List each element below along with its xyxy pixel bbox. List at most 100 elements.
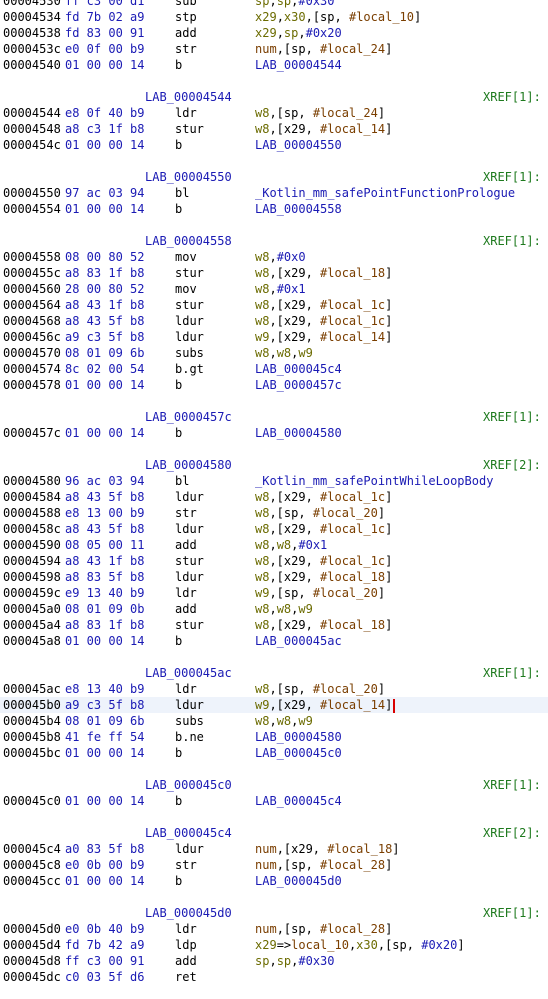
address[interactable]: 0000456c bbox=[3, 330, 61, 344]
mnemonic[interactable]: mov bbox=[175, 282, 197, 296]
address[interactable]: 00004588 bbox=[3, 506, 61, 520]
variable-operand[interactable]: #local_18 bbox=[320, 570, 386, 584]
register-operand[interactable]: w8 bbox=[255, 314, 270, 328]
mnemonic[interactable]: b bbox=[175, 202, 183, 216]
address[interactable]: 000045dc bbox=[3, 970, 61, 984]
address[interactable]: 00004590 bbox=[3, 538, 61, 552]
mnemonic[interactable]: str bbox=[175, 42, 197, 56]
variable-operand[interactable]: #local_1c bbox=[320, 522, 386, 536]
address[interactable]: 00004534 bbox=[3, 10, 61, 24]
variable-operand[interactable]: #local_10 bbox=[348, 10, 414, 24]
address[interactable]: 0000453c bbox=[3, 42, 61, 56]
address[interactable]: 0000455c bbox=[3, 266, 61, 280]
address[interactable]: 000045bc bbox=[3, 746, 61, 760]
operands[interactable]: sp,sp,#0x30 bbox=[255, 953, 335, 969]
operands[interactable]: num,[sp, #local_24] bbox=[255, 41, 392, 57]
register-operand[interactable]: w8 bbox=[255, 122, 270, 136]
operands[interactable]: LAB_00004544 bbox=[255, 57, 342, 73]
operands[interactable]: w8,[x29, #local_1c] bbox=[255, 489, 392, 505]
mnemonic[interactable]: b bbox=[175, 794, 183, 808]
address[interactable]: 000045a8 bbox=[3, 634, 61, 648]
mnemonic[interactable]: stur bbox=[175, 122, 204, 136]
address[interactable]: 000045c0 bbox=[3, 794, 61, 808]
operands[interactable]: LAB_000045d0 bbox=[255, 873, 342, 889]
operands[interactable]: w8,[x29, #local_1c] bbox=[255, 313, 392, 329]
label-reference[interactable]: LAB_000045d0 bbox=[255, 874, 342, 888]
address[interactable]: 000045ac bbox=[3, 682, 61, 696]
xref-link[interactable]: XREF[2]: bbox=[483, 458, 541, 472]
code-label[interactable]: LAB_000045ac bbox=[145, 666, 232, 680]
operands[interactable]: w8,[x29, #local_18] bbox=[255, 569, 392, 585]
label-reference[interactable]: LAB_000045c4 bbox=[255, 794, 342, 808]
operands[interactable]: num,[x29, #local_18] bbox=[255, 841, 400, 857]
address[interactable]: 00004574 bbox=[3, 362, 61, 376]
operands[interactable]: x29,sp,#0x20 bbox=[255, 25, 342, 41]
mnemonic[interactable]: ldur bbox=[175, 490, 204, 504]
mnemonic[interactable]: ldur bbox=[175, 522, 204, 536]
operands[interactable]: LAB_00004558 bbox=[255, 201, 342, 217]
mnemonic[interactable]: stur bbox=[175, 298, 204, 312]
variable-operand[interactable]: #local_20 bbox=[312, 506, 378, 520]
register-operand[interactable]: w8 bbox=[276, 714, 292, 728]
operands[interactable]: w8,w8,w9 bbox=[255, 601, 313, 617]
operands[interactable]: LAB_000045c4 bbox=[255, 793, 342, 809]
mnemonic[interactable]: add bbox=[175, 26, 197, 40]
mnemonic[interactable]: add bbox=[175, 538, 197, 552]
register-operand[interactable]: w8 bbox=[255, 250, 270, 264]
mnemonic[interactable]: ldr bbox=[175, 586, 197, 600]
label-reference[interactable]: LAB_00004558 bbox=[255, 202, 342, 216]
address[interactable]: 00004554 bbox=[3, 202, 61, 216]
xref-link[interactable]: XREF[1]: bbox=[483, 778, 541, 792]
address[interactable]: 0000459c bbox=[3, 586, 61, 600]
mnemonic[interactable]: b bbox=[175, 746, 183, 760]
register-operand[interactable]: w8 bbox=[276, 346, 292, 360]
mnemonic[interactable]: bl bbox=[175, 186, 190, 200]
address[interactable]: 00004540 bbox=[3, 58, 61, 72]
mnemonic[interactable]: ldp bbox=[175, 938, 197, 952]
mnemonic[interactable]: mov bbox=[175, 250, 197, 264]
register-operand[interactable]: w8 bbox=[255, 106, 270, 120]
mnemonic[interactable]: ldur bbox=[175, 570, 204, 584]
immediate-operand[interactable]: #0x30 bbox=[298, 954, 335, 968]
register-operand[interactable]: w8 bbox=[255, 618, 270, 632]
label-reference[interactable]: _Kotlin_mm_safePointFunctionPrologue bbox=[255, 186, 516, 200]
register-operand[interactable]: sp bbox=[276, 0, 292, 8]
address[interactable]: 000045d0 bbox=[3, 922, 61, 936]
operands[interactable]: x29,x30,[sp, #local_10] bbox=[255, 9, 421, 25]
immediate-operand[interactable]: #0x1 bbox=[298, 538, 328, 552]
code-label[interactable]: LAB_0000457c bbox=[145, 410, 232, 424]
variable-operand[interactable]: #local_1c bbox=[320, 490, 386, 504]
mnemonic[interactable]: ldur bbox=[175, 698, 204, 712]
mnemonic[interactable]: add bbox=[175, 954, 197, 968]
address[interactable]: 000045cc bbox=[3, 874, 61, 888]
mnemonic[interactable]: ldur bbox=[175, 314, 204, 328]
immediate-operand[interactable]: #0x0 bbox=[276, 250, 306, 264]
code-label[interactable]: LAB_00004550 bbox=[145, 170, 232, 184]
mnemonic[interactable]: ldr bbox=[175, 922, 197, 936]
mnemonic[interactable]: b bbox=[175, 634, 183, 648]
mnemonic[interactable]: sub bbox=[175, 0, 197, 8]
operands[interactable]: w9,[x29, #local_14] bbox=[255, 697, 396, 713]
address[interactable]: 000045b0 bbox=[3, 698, 61, 712]
mnemonic[interactable]: str bbox=[175, 506, 197, 520]
mnemonic[interactable]: stur bbox=[175, 554, 204, 568]
variable-operand[interactable]: #local_18 bbox=[320, 266, 386, 280]
